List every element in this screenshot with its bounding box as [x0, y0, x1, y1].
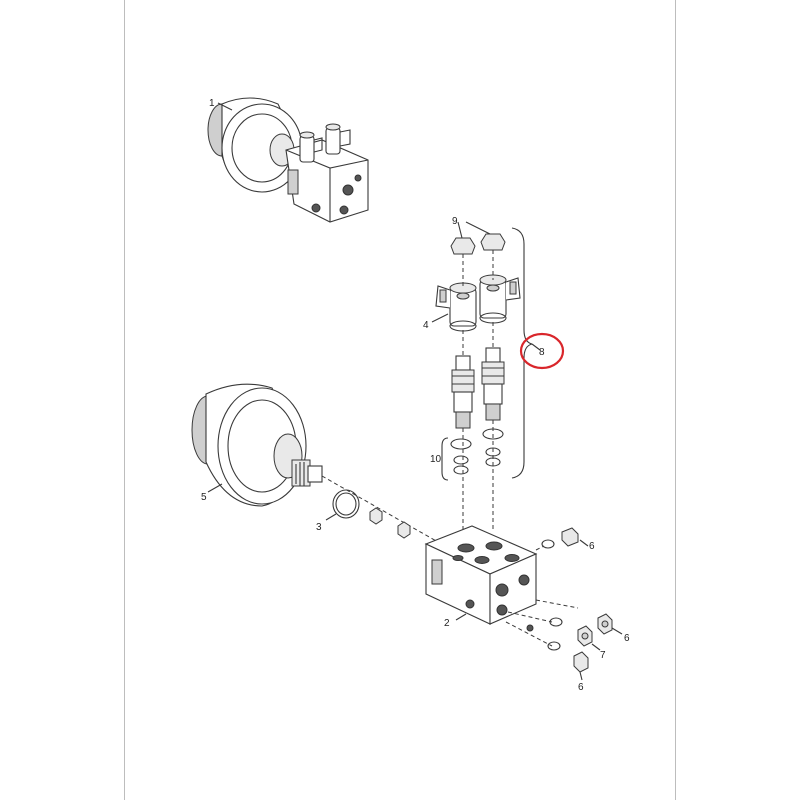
shaft-nut: [369, 507, 383, 525]
callout-6-lower: 6: [578, 682, 584, 693]
valve-cartridges: [451, 347, 505, 429]
callout-6-upper: 6: [589, 541, 595, 552]
callout-4: 4: [423, 320, 429, 331]
valve-caps: [450, 221, 506, 255]
callout-7: 7: [600, 650, 606, 661]
callout-2: 2: [444, 618, 450, 629]
shaft-washer: [397, 521, 411, 539]
retaining-ring: [325, 489, 360, 521]
callout-10: 10: [430, 454, 442, 465]
callout-6-middle: 6: [624, 633, 630, 644]
valve-block: [424, 525, 538, 625]
callout-1: 1: [209, 98, 215, 109]
solenoid-coils: [431, 274, 521, 332]
callout-9: 9: [452, 216, 458, 227]
hydraulic-motor: [191, 383, 323, 507]
highlight-circle: [519, 332, 565, 370]
port-plugs: [505, 527, 623, 681]
assembled-unit: [207, 97, 369, 223]
callout-5: 5: [201, 492, 207, 503]
cartridge-seals: [441, 428, 504, 481]
callout-3: 3: [316, 522, 322, 533]
callout-8: 8: [539, 347, 545, 358]
